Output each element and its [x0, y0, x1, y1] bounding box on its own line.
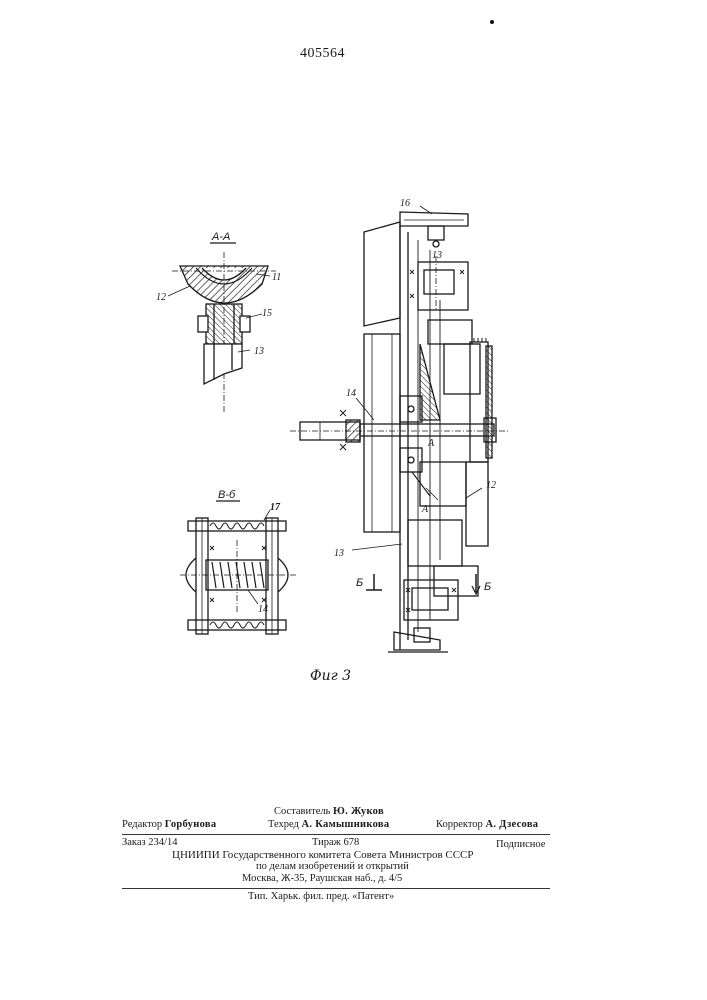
printing-house: Тип. Харьк. фил. пред. «Патент» — [248, 891, 394, 902]
label-14-b: 14 — [346, 388, 356, 399]
figure-caption: Фиг 3 — [310, 668, 351, 684]
tech-editor-label: Техред — [268, 819, 299, 830]
label-15: 15 — [262, 308, 272, 319]
label-13-b: 13 — [432, 250, 442, 261]
compiler-line: Составитель Ю. Жуков — [274, 806, 384, 817]
label-a-lower: А — [421, 504, 429, 515]
section-b-b-view: В-б 17 14 — [180, 489, 296, 634]
section-marker-b-right: Б — [484, 581, 491, 593]
corrector-label: Корректор — [436, 819, 483, 830]
organization-line-1: ЦНИИПИ Государственного комитета Совета … — [172, 849, 474, 861]
compiler-name: Ю. Жуков — [333, 806, 384, 817]
compiler-label: Составитель — [274, 806, 330, 817]
main-elevation-view: 16 13 — [290, 198, 510, 652]
label-14-a: 14 — [258, 604, 268, 615]
organization-line-2: по делам изобретений и открытий — [256, 861, 409, 872]
section-b-b-title: В-б — [218, 489, 236, 501]
label-17: 17 — [270, 502, 281, 513]
imprint-divider-top — [122, 834, 550, 835]
tech-editor-line: Техред А. Камышникова — [268, 819, 389, 830]
label-13-c: 13 — [334, 548, 344, 559]
address-line: Москва, Ж-35, Раушская наб., д. 4/5 — [242, 873, 402, 884]
print-run: Тираж 678 — [312, 837, 359, 848]
section-marker-b-left: Б — [356, 577, 363, 589]
editor-name: Горбунова — [165, 819, 217, 830]
tech-editor-name: А. Камышникова — [302, 819, 390, 830]
label-a-upper: А — [427, 438, 435, 449]
section-a-a-title: А-А — [211, 231, 230, 243]
label-16: 16 — [400, 198, 410, 209]
editor-label: Редактор — [122, 819, 162, 830]
label-12-b: 12 — [486, 480, 496, 491]
label-11: 11 — [272, 272, 281, 283]
technical-drawing: А-А 11 12 15 13 В-б — [0, 0, 707, 700]
editor-line: Редактор Горбунова — [122, 819, 216, 830]
label-12-a: 12 — [156, 292, 166, 303]
order-number: Заказ 234/14 — [122, 837, 177, 848]
imprint-divider-bottom — [122, 888, 550, 889]
subscription-note: Подписное — [496, 839, 545, 850]
label-13-a: 13 — [254, 346, 264, 357]
section-a-a-view: А-А 11 12 15 13 — [156, 231, 281, 412]
corrector-name: А. Дзесова — [485, 819, 538, 830]
corrector-line: Корректор А. Дзесова — [436, 819, 538, 830]
